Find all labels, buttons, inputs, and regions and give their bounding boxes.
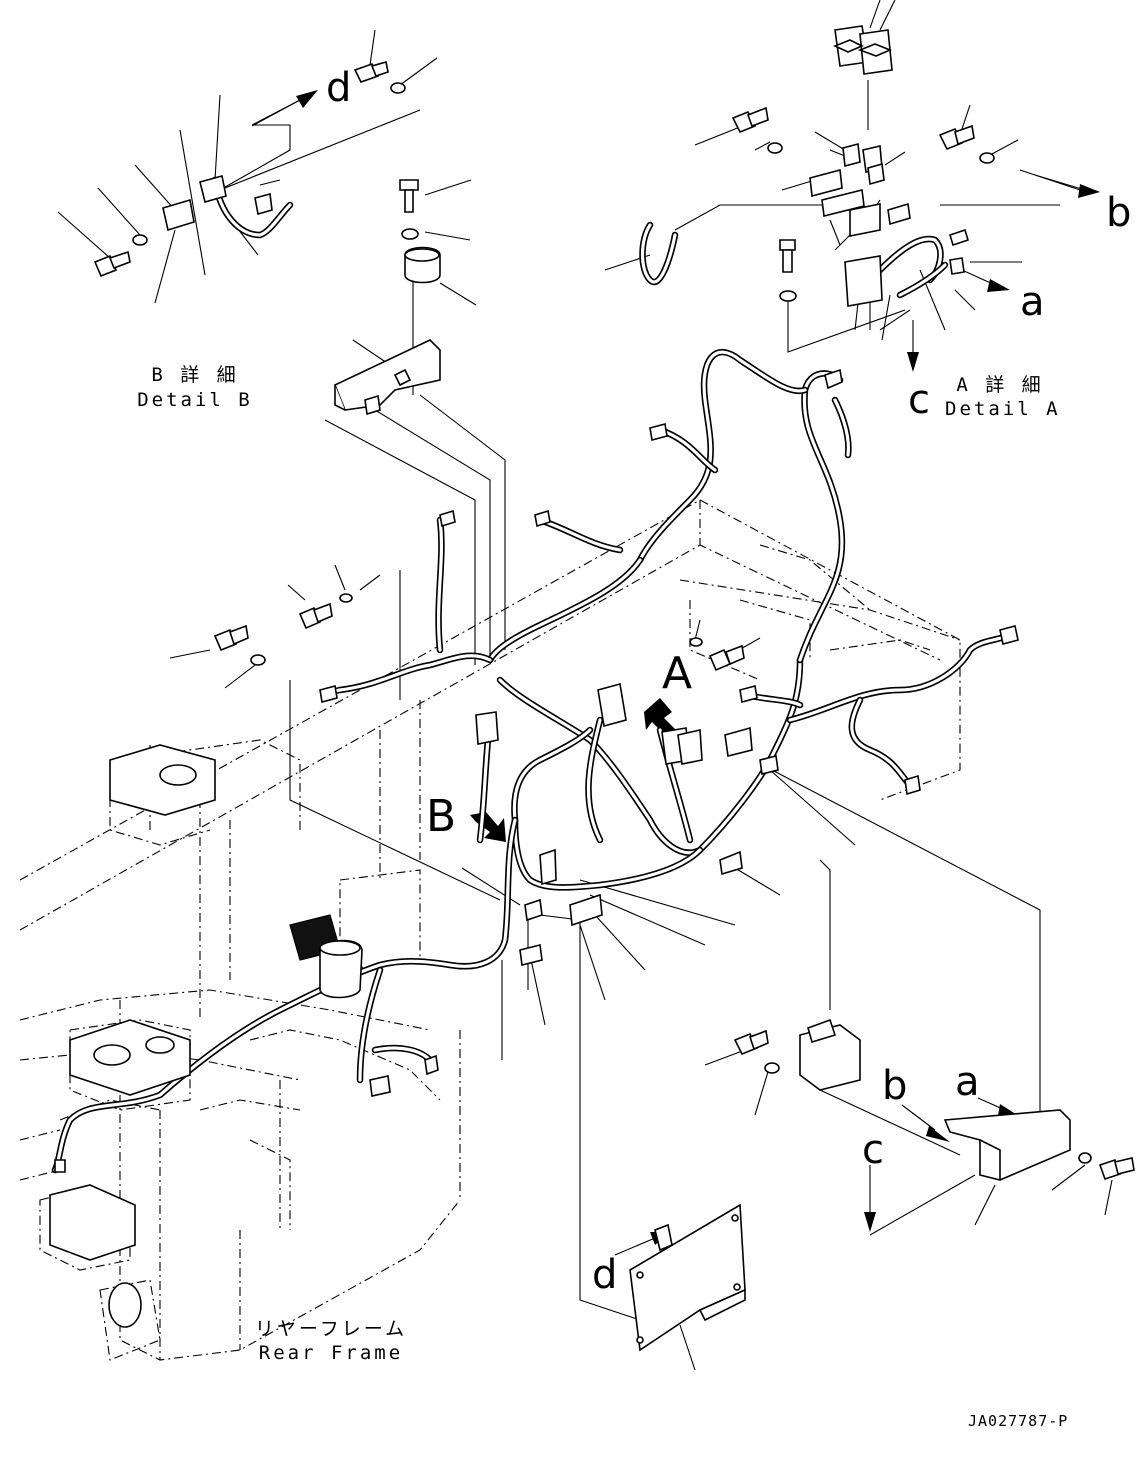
detail-a-title-en: Detail A [945,398,1061,420]
drawing-number: JA027787-P [968,1412,1069,1430]
view-b-callout: B [426,791,457,842]
ref-d-lower: d [592,1252,618,1298]
detail-b-title-en: Detail B [137,389,253,411]
ref-a-detail: a [1020,279,1045,325]
ref-d-top: d [326,65,352,111]
ref-c-lower: c [862,1127,884,1173]
detail-b-title-jp: B 詳 細 [151,364,239,386]
ref-b-detail: b [1106,190,1132,236]
rear-frame-label-en: Rear Frame [258,1342,404,1364]
wire-harness [51,176,1014,1174]
ref-a-lower: a [955,1059,980,1105]
view-a-callout: A [662,648,693,699]
ref-c-detail: c [908,377,930,423]
leader-lines [57,0,1113,1371]
parts [49,25,1135,1352]
rear-frame-label-jp: リヤーフレーム [254,1318,408,1340]
ref-b-lower: b [882,1063,908,1109]
detail-a-title-jp: A 詳 細 [956,374,1044,396]
